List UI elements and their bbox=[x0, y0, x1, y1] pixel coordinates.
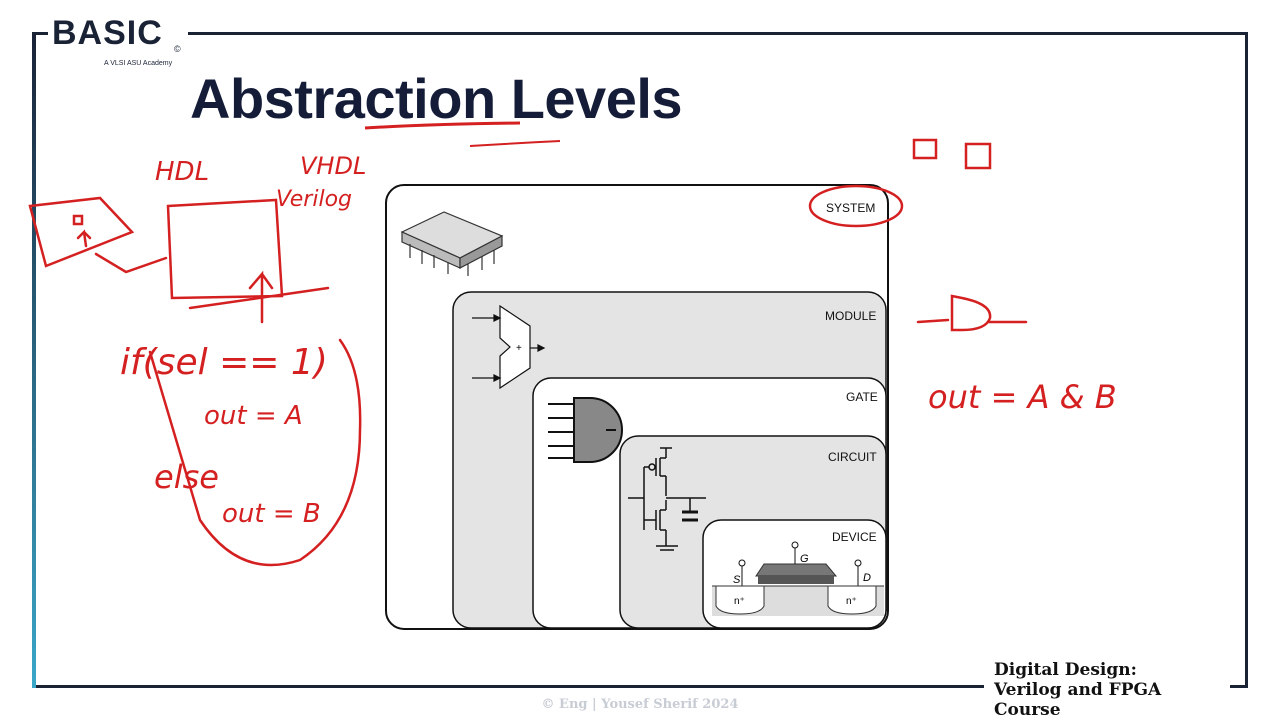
cmos-circuit-icon bbox=[628, 447, 706, 551]
adder-plus: + bbox=[516, 343, 522, 354]
module-label: MODULE bbox=[825, 309, 876, 323]
divider-stroke bbox=[188, 286, 330, 310]
else-note: else bbox=[154, 458, 219, 496]
sketch-square-1 bbox=[912, 138, 938, 160]
system-label: SYSTEM bbox=[826, 201, 875, 215]
gate-terminal-label: G bbox=[800, 553, 809, 565]
abstraction-diagram: SYSTEM MODULE + GATE bbox=[385, 184, 889, 630]
slide-frame bbox=[32, 32, 1248, 688]
title-underline bbox=[364, 121, 521, 130]
and-gate-sketch bbox=[916, 294, 1028, 332]
drain-terminal-label: D bbox=[863, 572, 871, 584]
adder-icon bbox=[472, 304, 546, 390]
logo-subtitle: A VLSI ASU Academy bbox=[104, 60, 173, 67]
course-line-1: Digital Design: bbox=[994, 660, 1137, 680]
block-1-dot bbox=[72, 214, 84, 226]
vhdl-note: VHDL bbox=[300, 152, 366, 180]
course-line-2: Verilog and FPGA Course bbox=[994, 680, 1162, 720]
copyright-footer: © Eng | Yousef Sherif 2024 bbox=[541, 697, 739, 712]
handwritten-annotations bbox=[28, 138, 1028, 567]
circuit-label: CIRCUIT bbox=[828, 450, 877, 464]
slide-title: Abstraction Levels bbox=[190, 67, 683, 130]
and-expression-note: out = A & B bbox=[928, 378, 1117, 416]
source-doping-label: n⁺ bbox=[734, 596, 745, 607]
device-label: DEVICE bbox=[832, 530, 877, 544]
out-b-note: out = B bbox=[222, 499, 321, 529]
title-mark bbox=[469, 140, 561, 147]
mosfet-icon bbox=[712, 541, 884, 616]
verilog-note: Verilog bbox=[276, 187, 352, 212]
course-caption: Digital Design: Verilog and FPGA Course bbox=[984, 660, 1230, 720]
code-bracket bbox=[148, 338, 362, 567]
logo-text: BASIC bbox=[52, 14, 163, 52]
chip-icon bbox=[400, 211, 504, 276]
out-a-note: out = A bbox=[204, 401, 303, 431]
if-note: if(sel == 1) bbox=[120, 342, 328, 383]
block-2-sketch bbox=[166, 198, 284, 300]
and-gate-icon bbox=[548, 397, 623, 463]
block-connection bbox=[94, 252, 168, 274]
system-circle bbox=[808, 184, 904, 228]
sketch-square-2 bbox=[964, 142, 992, 170]
gate-label: GATE bbox=[846, 390, 878, 404]
logo-registered-mark: © bbox=[174, 44, 181, 54]
block-1-arrow bbox=[76, 229, 92, 248]
up-arrow bbox=[248, 270, 274, 324]
handwritten-text: HDL VHDL Verilog if(sel == 1) out = A el… bbox=[120, 152, 1117, 529]
block-1-sketch bbox=[28, 196, 135, 268]
hdl-note: HDL bbox=[155, 157, 209, 187]
source-terminal-label: S bbox=[733, 574, 741, 586]
logo: BASIC © A VLSI ASU Academy bbox=[48, 4, 188, 70]
drain-doping-label: n⁺ bbox=[846, 596, 857, 607]
